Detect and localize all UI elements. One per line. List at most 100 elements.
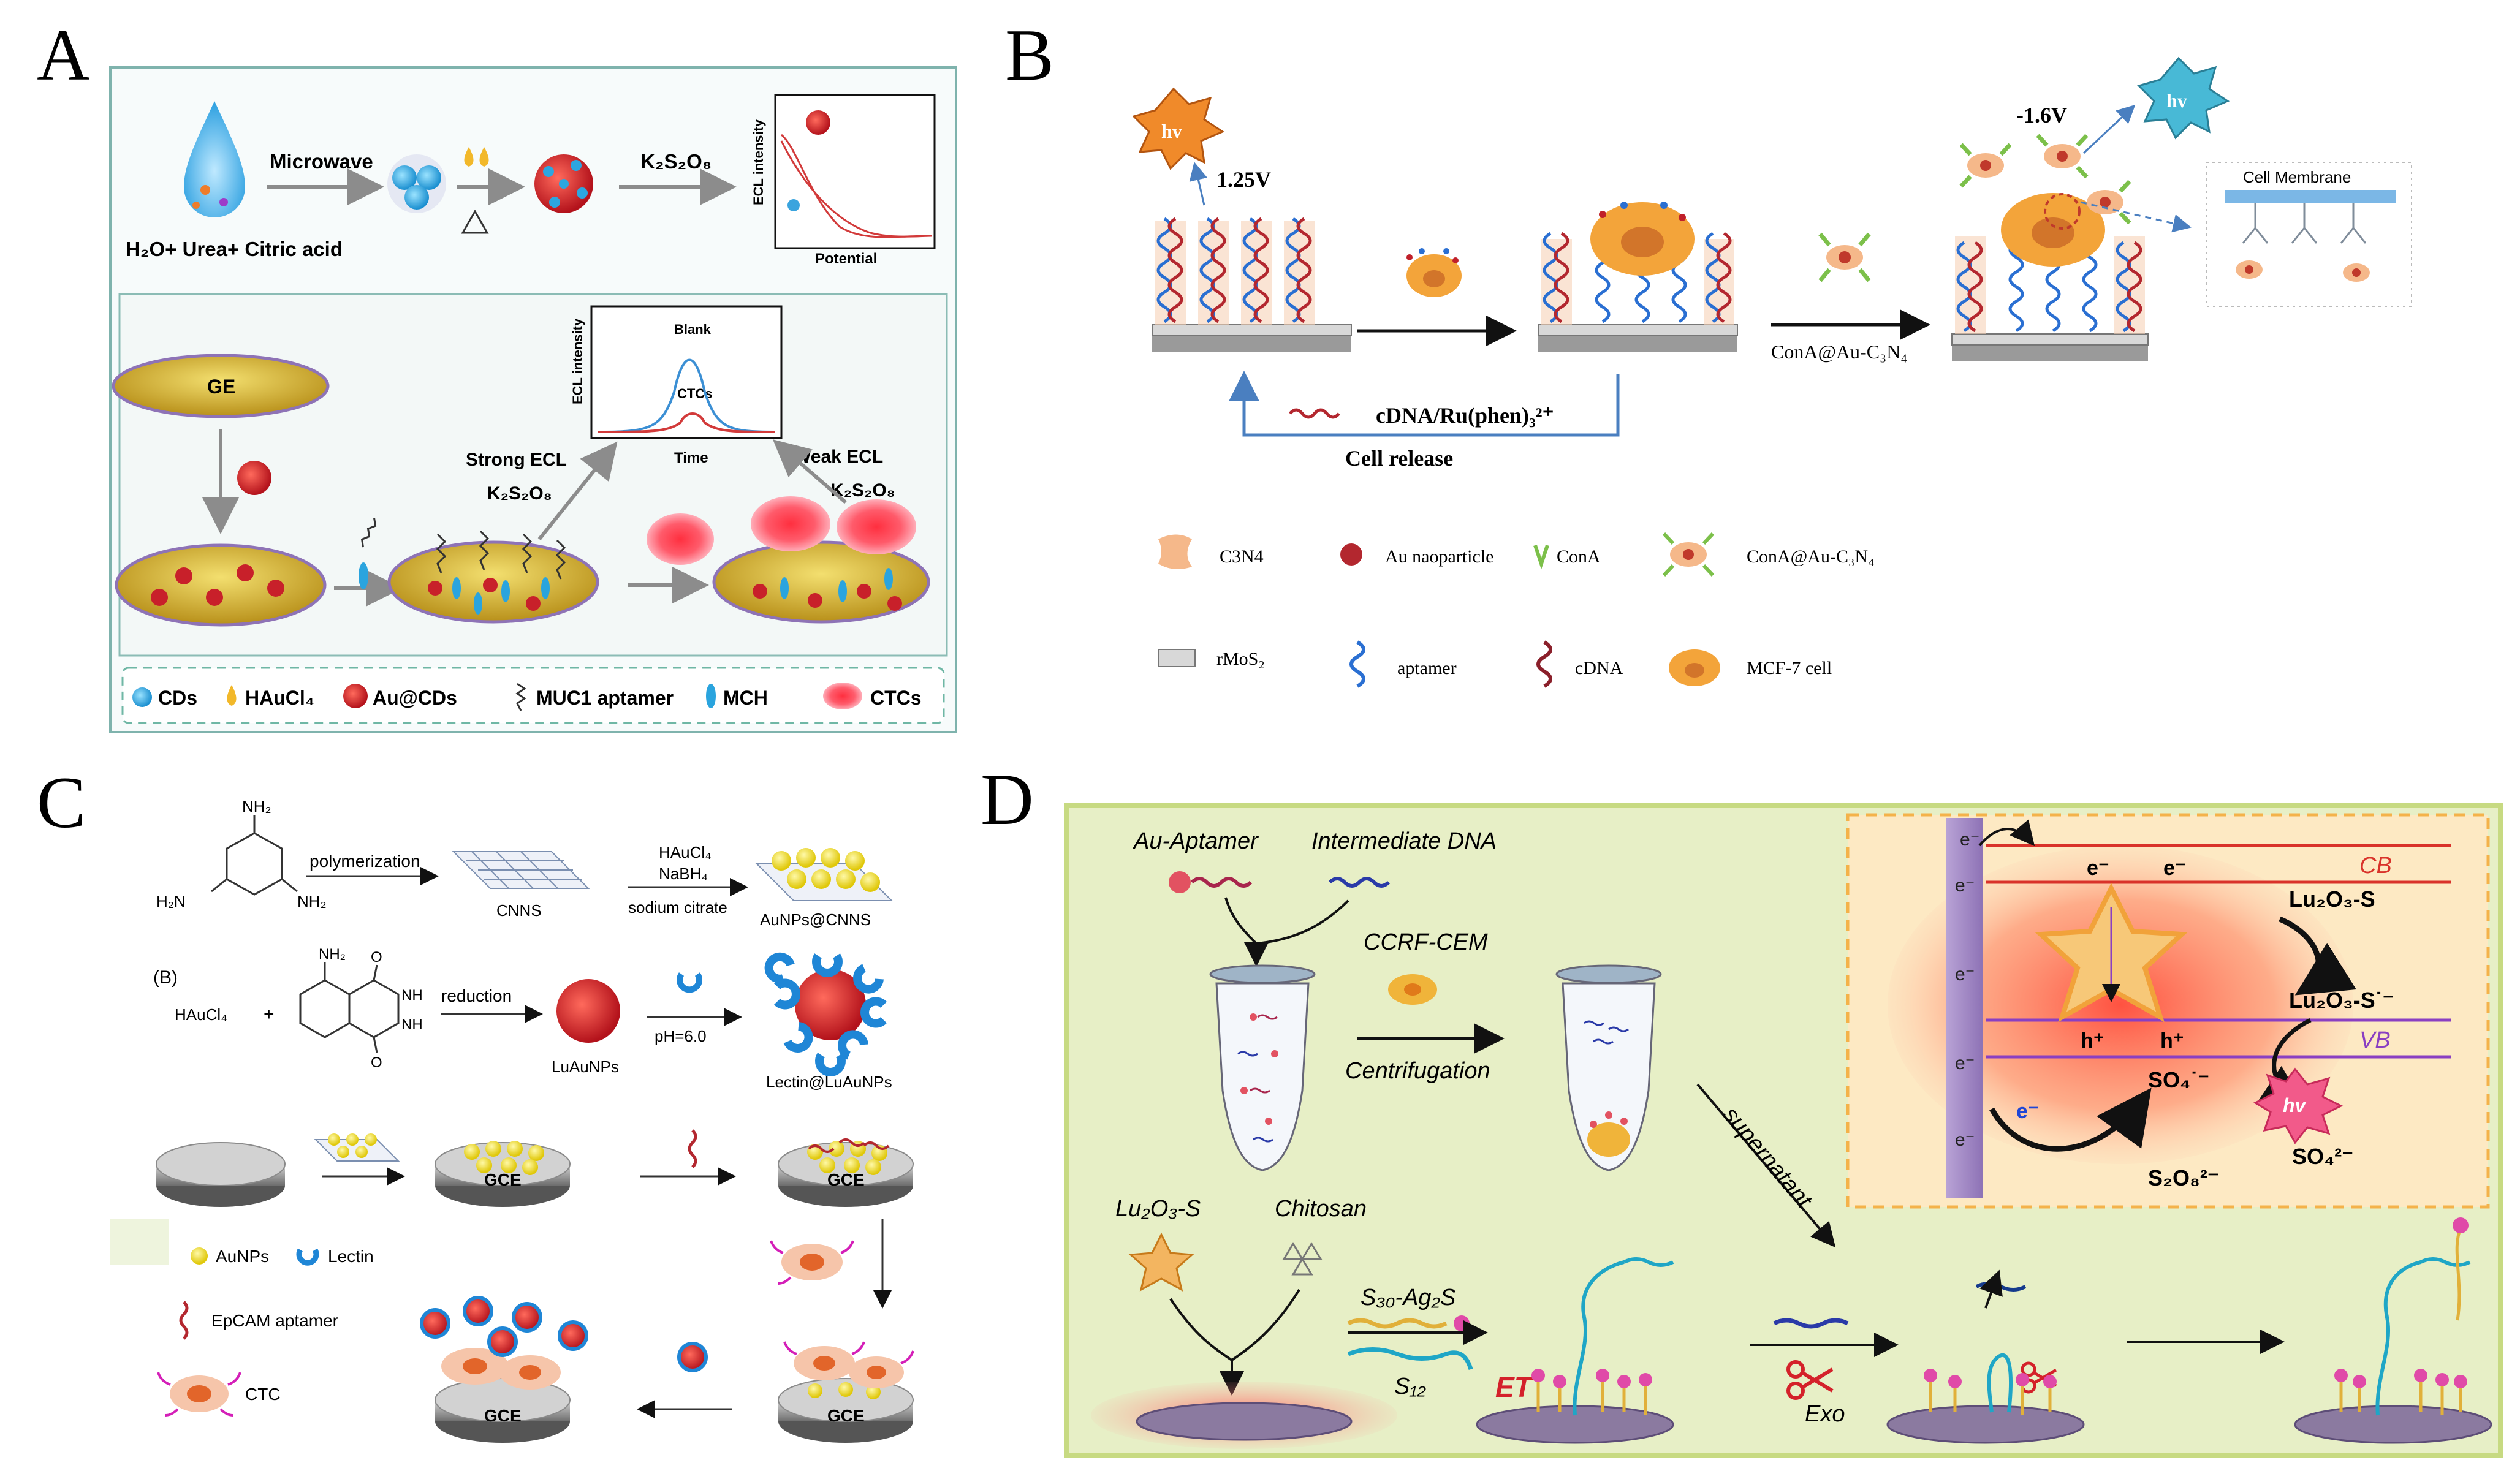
- legend-au-np: Au naoparticle: [1385, 547, 1493, 567]
- cds-cluster: [387, 154, 446, 213]
- c3n4-icon: [1158, 534, 1192, 569]
- melamine-nh2-right: NH₂: [297, 892, 327, 910]
- ecl-plot-frame: [774, 94, 936, 249]
- voltage-left-label: 1.25V: [1216, 167, 1271, 192]
- exo-label: Exo: [1805, 1401, 1845, 1427]
- melamine-h2n-left: H₂N: [156, 892, 186, 910]
- ag2s-probes-2: [1531, 1369, 1652, 1415]
- blank-label: Blank: [674, 322, 712, 337]
- legend-mcf7: MCF-7 cell: [1747, 658, 1832, 678]
- ecl-axis-label: ECL intensity: [570, 318, 585, 404]
- melamine-nh2-top: NH₂: [242, 797, 271, 815]
- ag2s-bead: [1454, 1315, 1470, 1331]
- hv-label: hv: [2283, 1094, 2307, 1116]
- cona-probes: [1959, 134, 2131, 225]
- centrifuge-tube-1: [1209, 964, 1316, 1171]
- au-cds-particle: [534, 154, 593, 213]
- sub-b-label: (B): [153, 967, 178, 988]
- cb-label: CB: [2359, 853, 2392, 879]
- intermediate-dna-mid: [1773, 1318, 1849, 1329]
- cnns-label: CNNS: [496, 901, 542, 920]
- e-minus-label: e⁻: [1955, 964, 1975, 985]
- zoom-arrow: [2080, 201, 2192, 233]
- voltage-right-label: -1.6V: [2016, 103, 2067, 127]
- aunp-icon: [191, 1247, 208, 1265]
- panel-b-label: B: [1005, 14, 1054, 96]
- luminol-nh-1: NH: [401, 987, 423, 1004]
- reagent-nabh4: NaBH₄: [659, 864, 708, 883]
- gce-disk-3: [778, 1341, 914, 1443]
- cona-icon: [1533, 545, 1549, 570]
- ccrf-cell-icon: [1388, 974, 1437, 1005]
- strong-k2s2o8-label: K₂S₂O₈: [487, 483, 552, 504]
- vb-label: VB: [2359, 1027, 2391, 1053]
- reduction-arrow: [2279, 916, 2356, 996]
- mch-symbol: [359, 562, 368, 589]
- lectin-legend-icon: [296, 1248, 319, 1266]
- legend-mch: MCH: [723, 687, 768, 709]
- potential-label: Potential: [815, 251, 877, 267]
- free-s30: [2455, 1228, 2462, 1321]
- lectin-icon: [677, 972, 702, 993]
- ag2s-probes-4: [2334, 1369, 2467, 1415]
- arrow: [537, 441, 618, 540]
- au-aptamer-label: Au-Aptamer: [1133, 828, 1259, 854]
- aptamer-icon: [1349, 640, 1365, 688]
- epcam-aptamer-icon: [688, 1129, 697, 1168]
- rmos2-electrode: [1152, 334, 1351, 352]
- cell-membrane-label: Cell Membrane: [2243, 168, 2351, 186]
- s30-label: S₃₀-Ag₂S: [1361, 1285, 1455, 1311]
- supernatant-arrow: [1696, 1083, 1836, 1248]
- legend-aptamer: aptamer: [1397, 658, 1457, 678]
- au-np-bead: [1169, 871, 1191, 893]
- mch-icon: [706, 684, 716, 708]
- lu2o3-s-radical-label: Lu₂O₃-S˙⁻: [2289, 988, 2394, 1013]
- strong-ecl-label: Strong ECL: [466, 450, 567, 470]
- rmos2-icon: [1158, 649, 1196, 667]
- e-minus-cb: e⁻: [2163, 857, 2186, 880]
- legend-rmos2: rMoS₂: [1216, 649, 1265, 669]
- panel-d: D Au-Aptamer Intermediate DNA CCRF-CEM C…: [981, 758, 2503, 1458]
- e-minus-label: e⁻: [1955, 1053, 1975, 1073]
- plot-particle: [788, 199, 800, 211]
- haucl4-drop: [479, 147, 489, 167]
- mch-marks: [780, 568, 893, 602]
- panel-a-legend: [121, 667, 945, 724]
- luminol-o-bottom: O: [371, 1054, 382, 1071]
- centrifugation-label: Centrifugation: [1345, 1058, 1490, 1084]
- legend-aunps: AuNPs: [216, 1247, 269, 1266]
- legend-cona-conjugate: ConA@Au-C₃N₄: [1747, 547, 1875, 567]
- legend-epcam: EpCAM aptamer: [211, 1311, 338, 1330]
- cona-au-c3n4-legend-icon: [1662, 532, 1715, 577]
- haucl4-drop: [464, 147, 474, 167]
- legend-cdna: cDNA: [1575, 658, 1623, 678]
- weak-ecl-label: Weak ECL: [794, 447, 883, 467]
- epcam-legend-icon: [179, 1301, 189, 1340]
- ecl-axis-label: ECL intensity: [751, 119, 766, 205]
- s12-upright: [1573, 1260, 1625, 1416]
- drop-particle: [200, 185, 210, 195]
- bare-gce-disk: [156, 1142, 286, 1207]
- microwave-label: Microwave: [270, 150, 373, 173]
- au-cds-icon: [343, 684, 368, 708]
- plot-particle: [806, 110, 830, 135]
- gce-disk-4: [420, 1296, 588, 1443]
- legend-haucl4: HAuCl₄: [245, 687, 314, 709]
- ctc-cell: [837, 499, 916, 554]
- lu2o3-s-reagent-label: Lu₂O₃-S: [1115, 1196, 1201, 1222]
- gce-label: GCE: [827, 1406, 865, 1425]
- electron-transfer-arrow: [1989, 1088, 2152, 1152]
- h-plus-vb: h⁺: [2081, 1029, 2104, 1053]
- legend-cona: ConA: [1557, 547, 1601, 567]
- luminol-o-top: O: [371, 949, 382, 966]
- cona-conjugate-label: ConA@Au-C₃N₄: [1771, 341, 1907, 363]
- aunps-cnns-sheet: [755, 848, 894, 901]
- water-drop: [184, 101, 245, 218]
- legend-cds: CDs: [158, 687, 197, 709]
- aptamer-symbol: [360, 518, 377, 548]
- aptamer-strand: [1190, 877, 1253, 888]
- aptamer-dsdna: [1955, 236, 2145, 334]
- legend-ctcs: CTCs: [870, 687, 922, 709]
- lu2o3-s-star-icon: [1128, 1232, 1194, 1292]
